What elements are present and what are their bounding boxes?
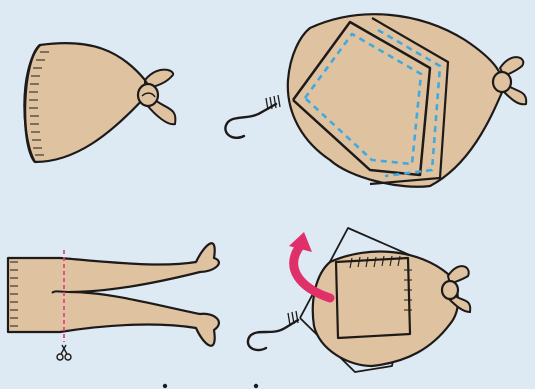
stocking-body [24, 43, 146, 162]
stocking-outer [288, 14, 503, 187]
tights-body [8, 243, 219, 346]
bottom-edge-marks [163, 384, 258, 388]
panel-2-hanger-stitched [225, 14, 526, 187]
hanger-hook-icon [248, 311, 298, 350]
hanger-hook-icon [225, 95, 280, 138]
stocking-front-face [336, 258, 410, 338]
scissors-icon [57, 345, 71, 360]
panel-1-tied-stocking [24, 43, 175, 162]
panel-3-tights-cut [8, 243, 219, 360]
panel-4-stocking-over-hanger [248, 228, 470, 372]
